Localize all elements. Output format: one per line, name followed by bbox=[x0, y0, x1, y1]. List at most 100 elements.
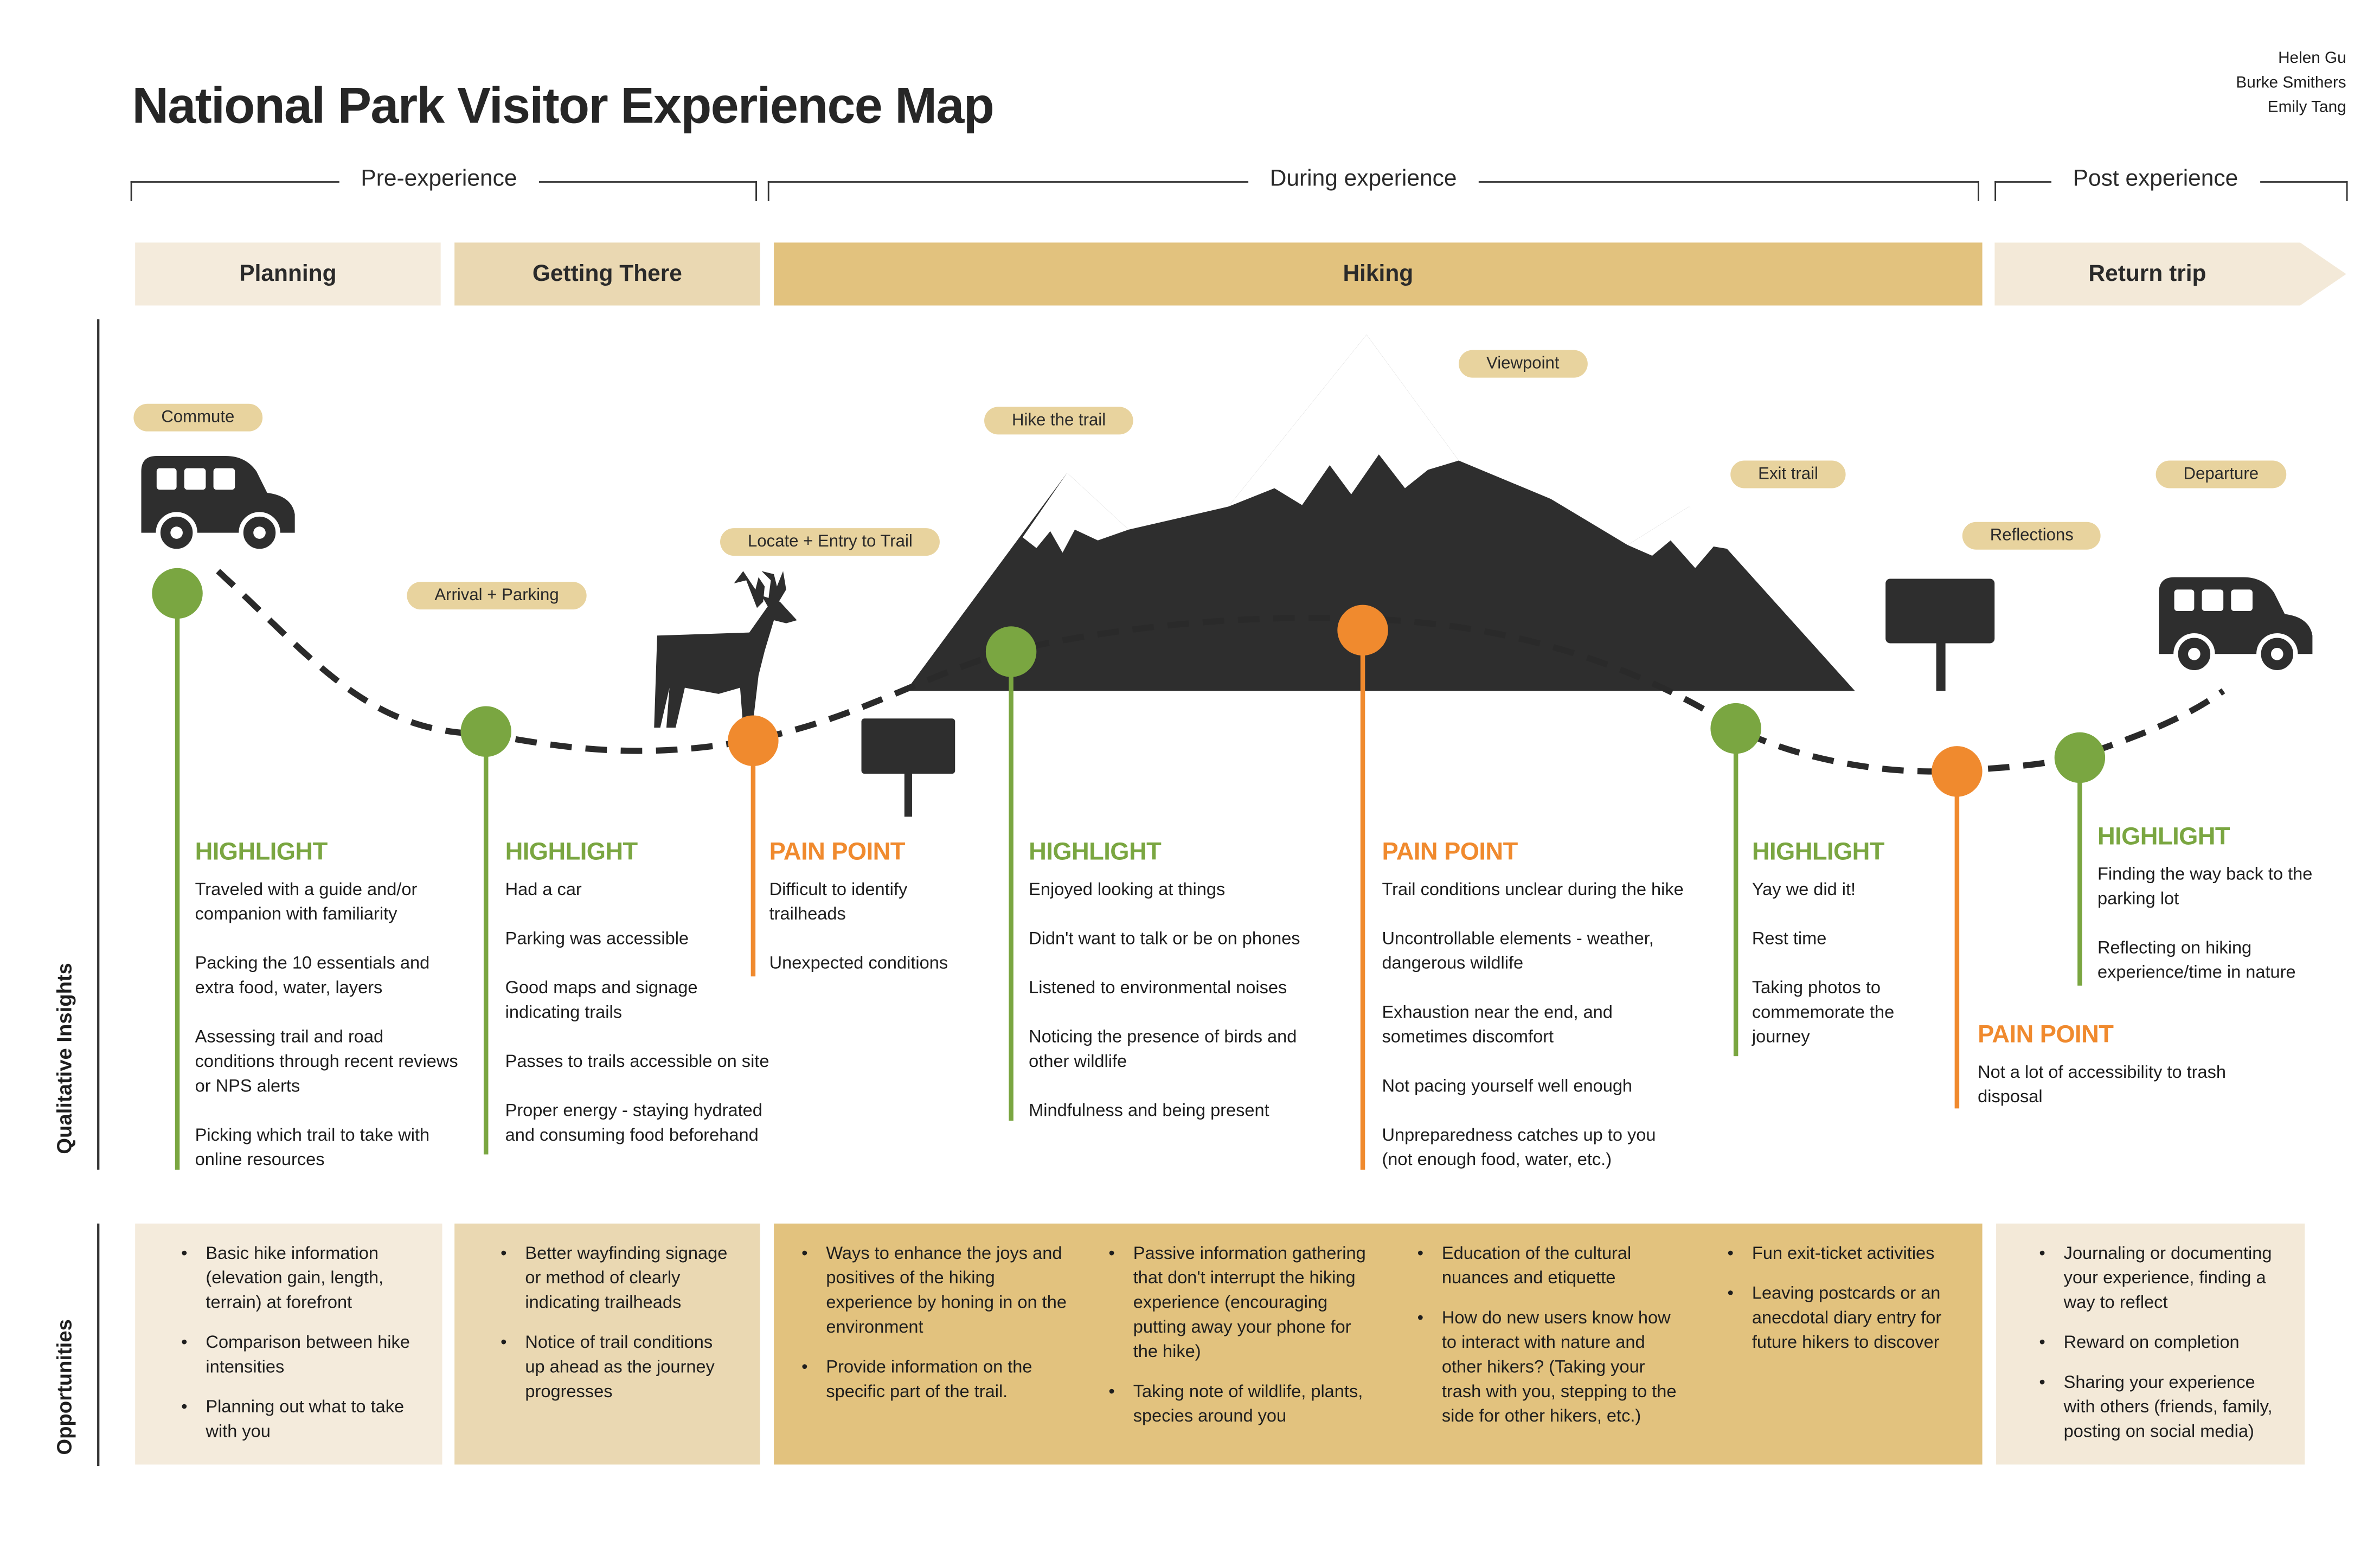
opportunity-item: Fun exit-ticket activities bbox=[1728, 1242, 1964, 1266]
stage-getting-there: Getting There bbox=[454, 242, 760, 306]
opportunity-item: Comparison between hike intensities bbox=[181, 1331, 412, 1380]
opportunity-item: Basic hike information (elevation gain, … bbox=[181, 1242, 412, 1316]
stem-viewpoint bbox=[1359, 629, 1364, 1170]
touchpoint-arrival-parking: Arrival + Parking bbox=[407, 582, 587, 610]
opportunity-item: Ways to enhance the joys and positives o… bbox=[801, 1242, 1069, 1340]
opportunity-item: Education of the cultural nuances and et… bbox=[1417, 1242, 1688, 1291]
opportunity-return-trip: Journaling or documenting your experienc… bbox=[1996, 1223, 2305, 1465]
insight-item: Taking photos to commemorate the journey bbox=[1752, 979, 1895, 1047]
opportunity-item: Passive information gathering that don't… bbox=[1108, 1242, 1372, 1365]
opportunity-item: Provide information on the specific part… bbox=[801, 1355, 1069, 1405]
insight-item: Didn't want to talk or be on phones bbox=[1029, 930, 1300, 949]
insight-item: Proper energy - staying hydrated and con… bbox=[505, 1102, 762, 1146]
pain-point-heading: PAIN POINT bbox=[1382, 839, 1518, 866]
insight-item: Unexpected conditions bbox=[769, 955, 948, 974]
insight-item: Noticing the presence of birds and other… bbox=[1029, 1028, 1297, 1072]
insight-viewpoint: PAIN POINT Trail conditions unclear duri… bbox=[1382, 839, 1704, 1198]
opportunity-hiking-col: Education of the cultural nuances and et… bbox=[1408, 1242, 1688, 1445]
insight-planning: HIGHLIGHT Traveled with a guide and/or c… bbox=[195, 839, 464, 1198]
insight-item: Finding the way back to the parking lot bbox=[2097, 866, 2313, 909]
highlight-marker bbox=[151, 567, 202, 618]
stage-planning: Planning bbox=[135, 242, 441, 306]
insight-item: Not pacing yourself well enough bbox=[1382, 1077, 1633, 1096]
opportunity-item: Leaving postcards or an anecdotal diary … bbox=[1728, 1282, 1964, 1355]
insight-exit: HIGHLIGHT Yay we did it! Rest time Takin… bbox=[1752, 839, 1944, 1075]
opportunity-item: How do new users know how to interact wi… bbox=[1417, 1307, 1688, 1430]
mountain-icon bbox=[906, 335, 1855, 691]
opportunity-item: Better wayfinding signage or method of c… bbox=[501, 1242, 733, 1316]
insight-item: Trail conditions unclear during the hike bbox=[1382, 881, 1684, 900]
stem-exit bbox=[1733, 728, 1737, 1057]
stem-reflections bbox=[1954, 770, 1959, 1109]
insight-item: Difficult to identify trailheads bbox=[769, 881, 908, 924]
touchpoint-reflections: Reflections bbox=[1962, 522, 2101, 550]
stage-arrow-shape bbox=[1994, 242, 2346, 306]
touchpoint-exit-trail: Exit trail bbox=[1730, 460, 1846, 488]
pain-point-marker bbox=[727, 715, 778, 766]
touchpoint-commute: Commute bbox=[133, 403, 262, 432]
pain-point-marker bbox=[1336, 604, 1388, 655]
opportunity-hiking-col: Fun exit-ticket activities Leaving postc… bbox=[1718, 1242, 1964, 1371]
insight-item: Picking which trail to take with online … bbox=[195, 1127, 430, 1170]
stem-planning bbox=[174, 592, 179, 1170]
touchpoint-locate-entry: Locate + Entry to Trail bbox=[720, 528, 940, 556]
page-title: National Park Visitor Experience Map bbox=[132, 76, 995, 134]
stem-hike bbox=[1008, 651, 1013, 1121]
opportunity-item: Sharing your experience with others (fri… bbox=[2039, 1371, 2277, 1445]
highlight-heading: HIGHLIGHT bbox=[1752, 839, 1885, 866]
pain-point-heading: PAIN POINT bbox=[769, 839, 906, 866]
highlight-heading: HIGHLIGHT bbox=[505, 839, 638, 866]
insight-item: Unpreparedness catches up to you (not en… bbox=[1382, 1127, 1656, 1170]
highlight-marker bbox=[460, 705, 511, 756]
phase-during-experience: During experience bbox=[1248, 165, 1479, 192]
insight-item: Parking was accessible bbox=[505, 930, 689, 949]
opportunity-getting-there: Better wayfinding signage or method of c… bbox=[454, 1223, 760, 1465]
opportunity-planning: Basic hike information (elevation gain, … bbox=[135, 1223, 442, 1465]
opportunity-hiking-col: Ways to enhance the joys and positives o… bbox=[792, 1242, 1069, 1420]
highlight-marker bbox=[985, 625, 1036, 677]
phase-pre-experience: Pre-experience bbox=[339, 165, 539, 192]
highlight-marker bbox=[2054, 731, 2105, 782]
insight-item: Enjoyed looking at things bbox=[1029, 881, 1226, 900]
insight-item: Reflecting on hiking experience/time in … bbox=[2097, 939, 2296, 983]
stage-hiking: Hiking bbox=[774, 242, 1983, 306]
deer-icon bbox=[654, 571, 797, 728]
stage-return-trip: Return trip bbox=[1994, 242, 2346, 306]
insight-item: Rest time bbox=[1752, 930, 1827, 949]
car-icon bbox=[2159, 577, 2313, 675]
insight-item: Passes to trails accessible on site bbox=[505, 1053, 769, 1072]
insight-item: Yay we did it! bbox=[1752, 881, 1856, 900]
sign-icon bbox=[1885, 578, 1995, 691]
insight-getting-there: HIGHLIGHT Had a car Parking was accessib… bbox=[505, 839, 790, 1173]
insight-item: Assessing trail and road conditions thro… bbox=[195, 1028, 458, 1096]
opportunity-item: Planning out what to take with you bbox=[181, 1396, 412, 1445]
author: Helen Gu bbox=[2278, 49, 2346, 68]
insight-item: Exhaustion near the end, and sometimes d… bbox=[1382, 1004, 1613, 1047]
highlight-heading: HIGHLIGHT bbox=[195, 839, 328, 866]
opportunity-item: Taking note of wildlife, plants, species… bbox=[1108, 1380, 1372, 1430]
insight-item: Packing the 10 essentials and extra food… bbox=[195, 955, 430, 998]
insight-item: Traveled with a guide and/or companion w… bbox=[195, 881, 418, 924]
stem-getting-there bbox=[483, 730, 488, 1155]
sign-icon bbox=[861, 718, 955, 817]
author: Burke Smithers bbox=[2236, 73, 2346, 92]
touchpoint-viewpoint: Viewpoint bbox=[1459, 350, 1587, 378]
insight-item: Listened to environmental noises bbox=[1029, 979, 1287, 998]
opportunity-item: Journaling or documenting your experienc… bbox=[2039, 1242, 2277, 1316]
insight-item: Good maps and signage indicating trails bbox=[505, 979, 698, 1023]
insight-item: Had a car bbox=[505, 881, 582, 900]
highlight-heading: HIGHLIGHT bbox=[1029, 839, 1162, 866]
insight-trail-entry: PAIN POINT Difficult to identify trailhe… bbox=[769, 839, 984, 1001]
highlight-heading: HIGHLIGHT bbox=[2097, 824, 2230, 851]
stem-departure bbox=[2076, 756, 2082, 986]
insight-item: Uncontrollable elements - weather, dange… bbox=[1382, 930, 1654, 974]
insight-item: Mindfulness and being present bbox=[1029, 1102, 1269, 1121]
opportunity-hiking: Ways to enhance the joys and positives o… bbox=[774, 1223, 1983, 1465]
authors: Helen Gu Burke Smithers Emily Tang bbox=[2236, 46, 2346, 120]
pain-point-marker bbox=[1930, 745, 1982, 796]
insight-hike: HIGHLIGHT Enjoyed looking at things Didn… bbox=[1029, 839, 1328, 1148]
car-icon bbox=[141, 455, 295, 554]
author: Emily Tang bbox=[2267, 98, 2346, 117]
